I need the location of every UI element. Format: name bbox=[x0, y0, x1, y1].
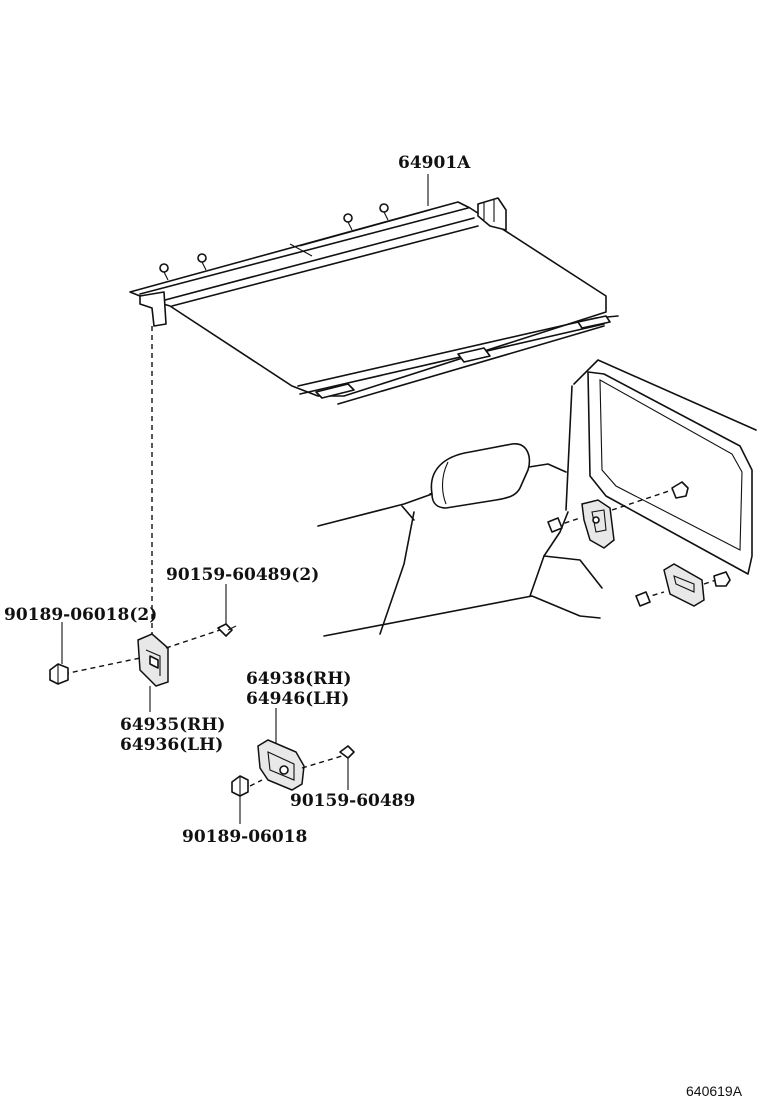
nut-upper bbox=[49, 663, 69, 685]
callout-bolt-lower: 90159-60489 bbox=[290, 791, 415, 811]
callout-bolt-pair-upper: 90159-60489(2) bbox=[166, 565, 319, 585]
tonneau-cover-assembly bbox=[129, 197, 619, 405]
callout-holder-rh: 64938(RH) bbox=[246, 669, 351, 689]
figure-id: 640619A bbox=[686, 1083, 743, 1099]
callout-holder-lh: 64946(LH) bbox=[246, 689, 349, 709]
cover-bolt bbox=[197, 253, 207, 271]
installed-holder-lower bbox=[635, 563, 731, 607]
holder-part-64938 bbox=[257, 739, 305, 791]
bolt-lower bbox=[339, 745, 355, 790]
callout-hook-rh: 64935(RH) bbox=[120, 715, 225, 735]
vehicle-interior-outline bbox=[317, 359, 757, 637]
callout-nut-pair-upper: 90189-06018(2) bbox=[4, 605, 157, 625]
nut-lower bbox=[231, 775, 249, 797]
cover-bolt bbox=[159, 263, 169, 281]
callout-cover: 64901A bbox=[398, 153, 471, 173]
callout-nut-lower: 90189-06018 bbox=[182, 827, 307, 847]
hook-part-64935 bbox=[137, 633, 169, 687]
callout-hook-lh: 64936(LH) bbox=[120, 735, 223, 755]
bolt-upper bbox=[217, 623, 237, 637]
installed-hook-upper bbox=[547, 481, 689, 549]
cover-bolt bbox=[343, 213, 353, 231]
cover-bolt bbox=[379, 203, 389, 221]
